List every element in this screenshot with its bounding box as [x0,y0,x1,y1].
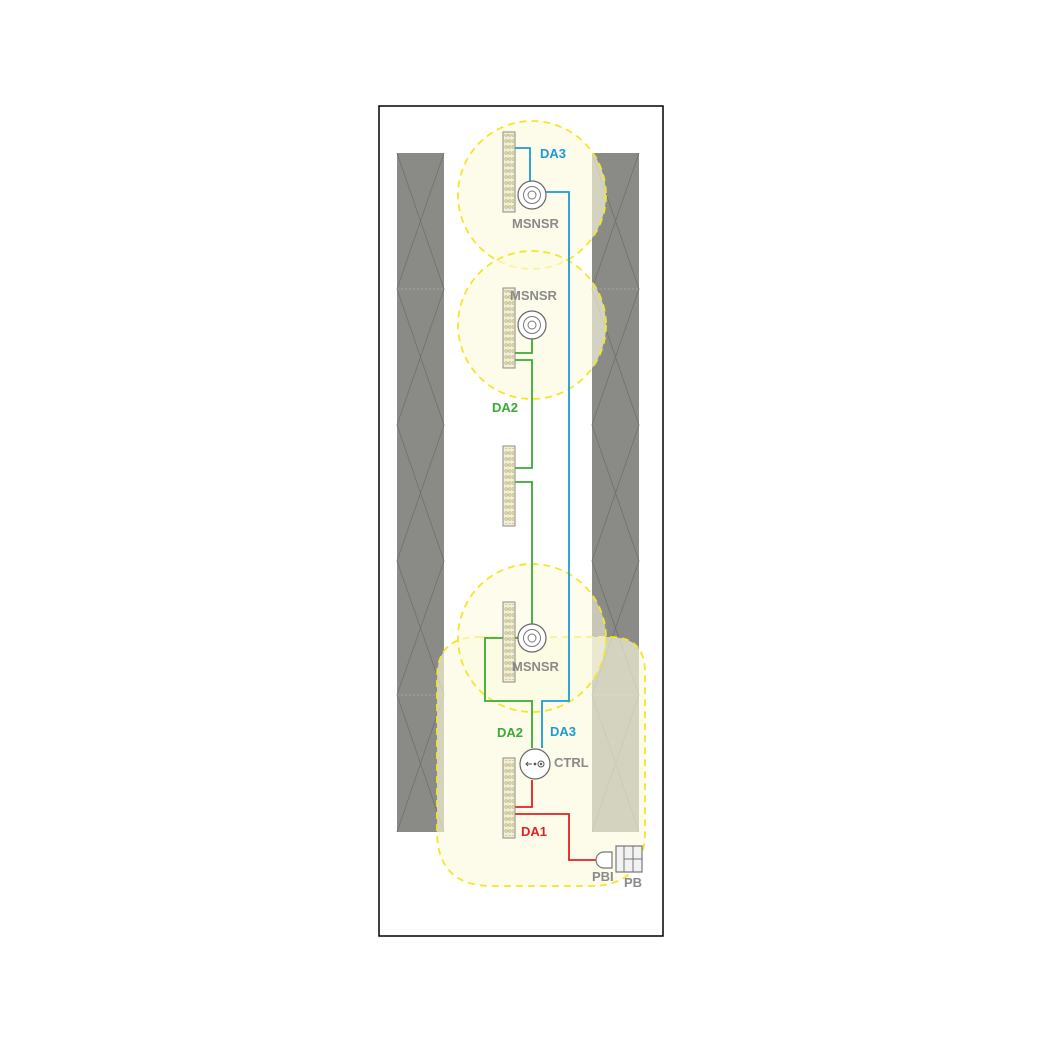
da2-wire [484,339,533,748]
da2-label: DA2 [497,725,523,740]
light-fixture-icon [502,131,516,213]
da3-wire [515,147,570,748]
da3-label: DA3 [550,724,576,739]
da1-label: DA1 [521,824,547,839]
occupancy-sensor-icon [517,623,547,653]
pushbutton-label: PB [624,875,642,890]
light-fixture-icon [502,601,516,683]
wiring [484,147,604,861]
light-fixture-icon [502,757,516,839]
pushbutton-interface-label: PBI [592,869,614,884]
light-fixture-icon [502,445,516,527]
light-fixtures [502,131,516,839]
sensor-label: MSNSR [512,216,560,231]
occupancy-sensor-icon [517,310,547,340]
controller-label: CTRL [554,755,589,770]
occupancy-sensor-icon [517,180,547,210]
controller-icon [519,748,551,780]
da3-label: DA3 [540,146,566,161]
sensor-label: MSNSR [510,288,558,303]
da2-label: DA2 [492,400,518,415]
pushbutton-interface-icon [595,851,613,869]
da1-wire [515,780,604,861]
pushbutton-icon [615,845,643,873]
sensor-label: MSNSR [512,659,560,674]
light-fixture-icon [502,287,516,369]
labels: MSNSR MSNSR MSNSR CTRL PBI PB DA3 DA3 DA… [492,146,642,890]
